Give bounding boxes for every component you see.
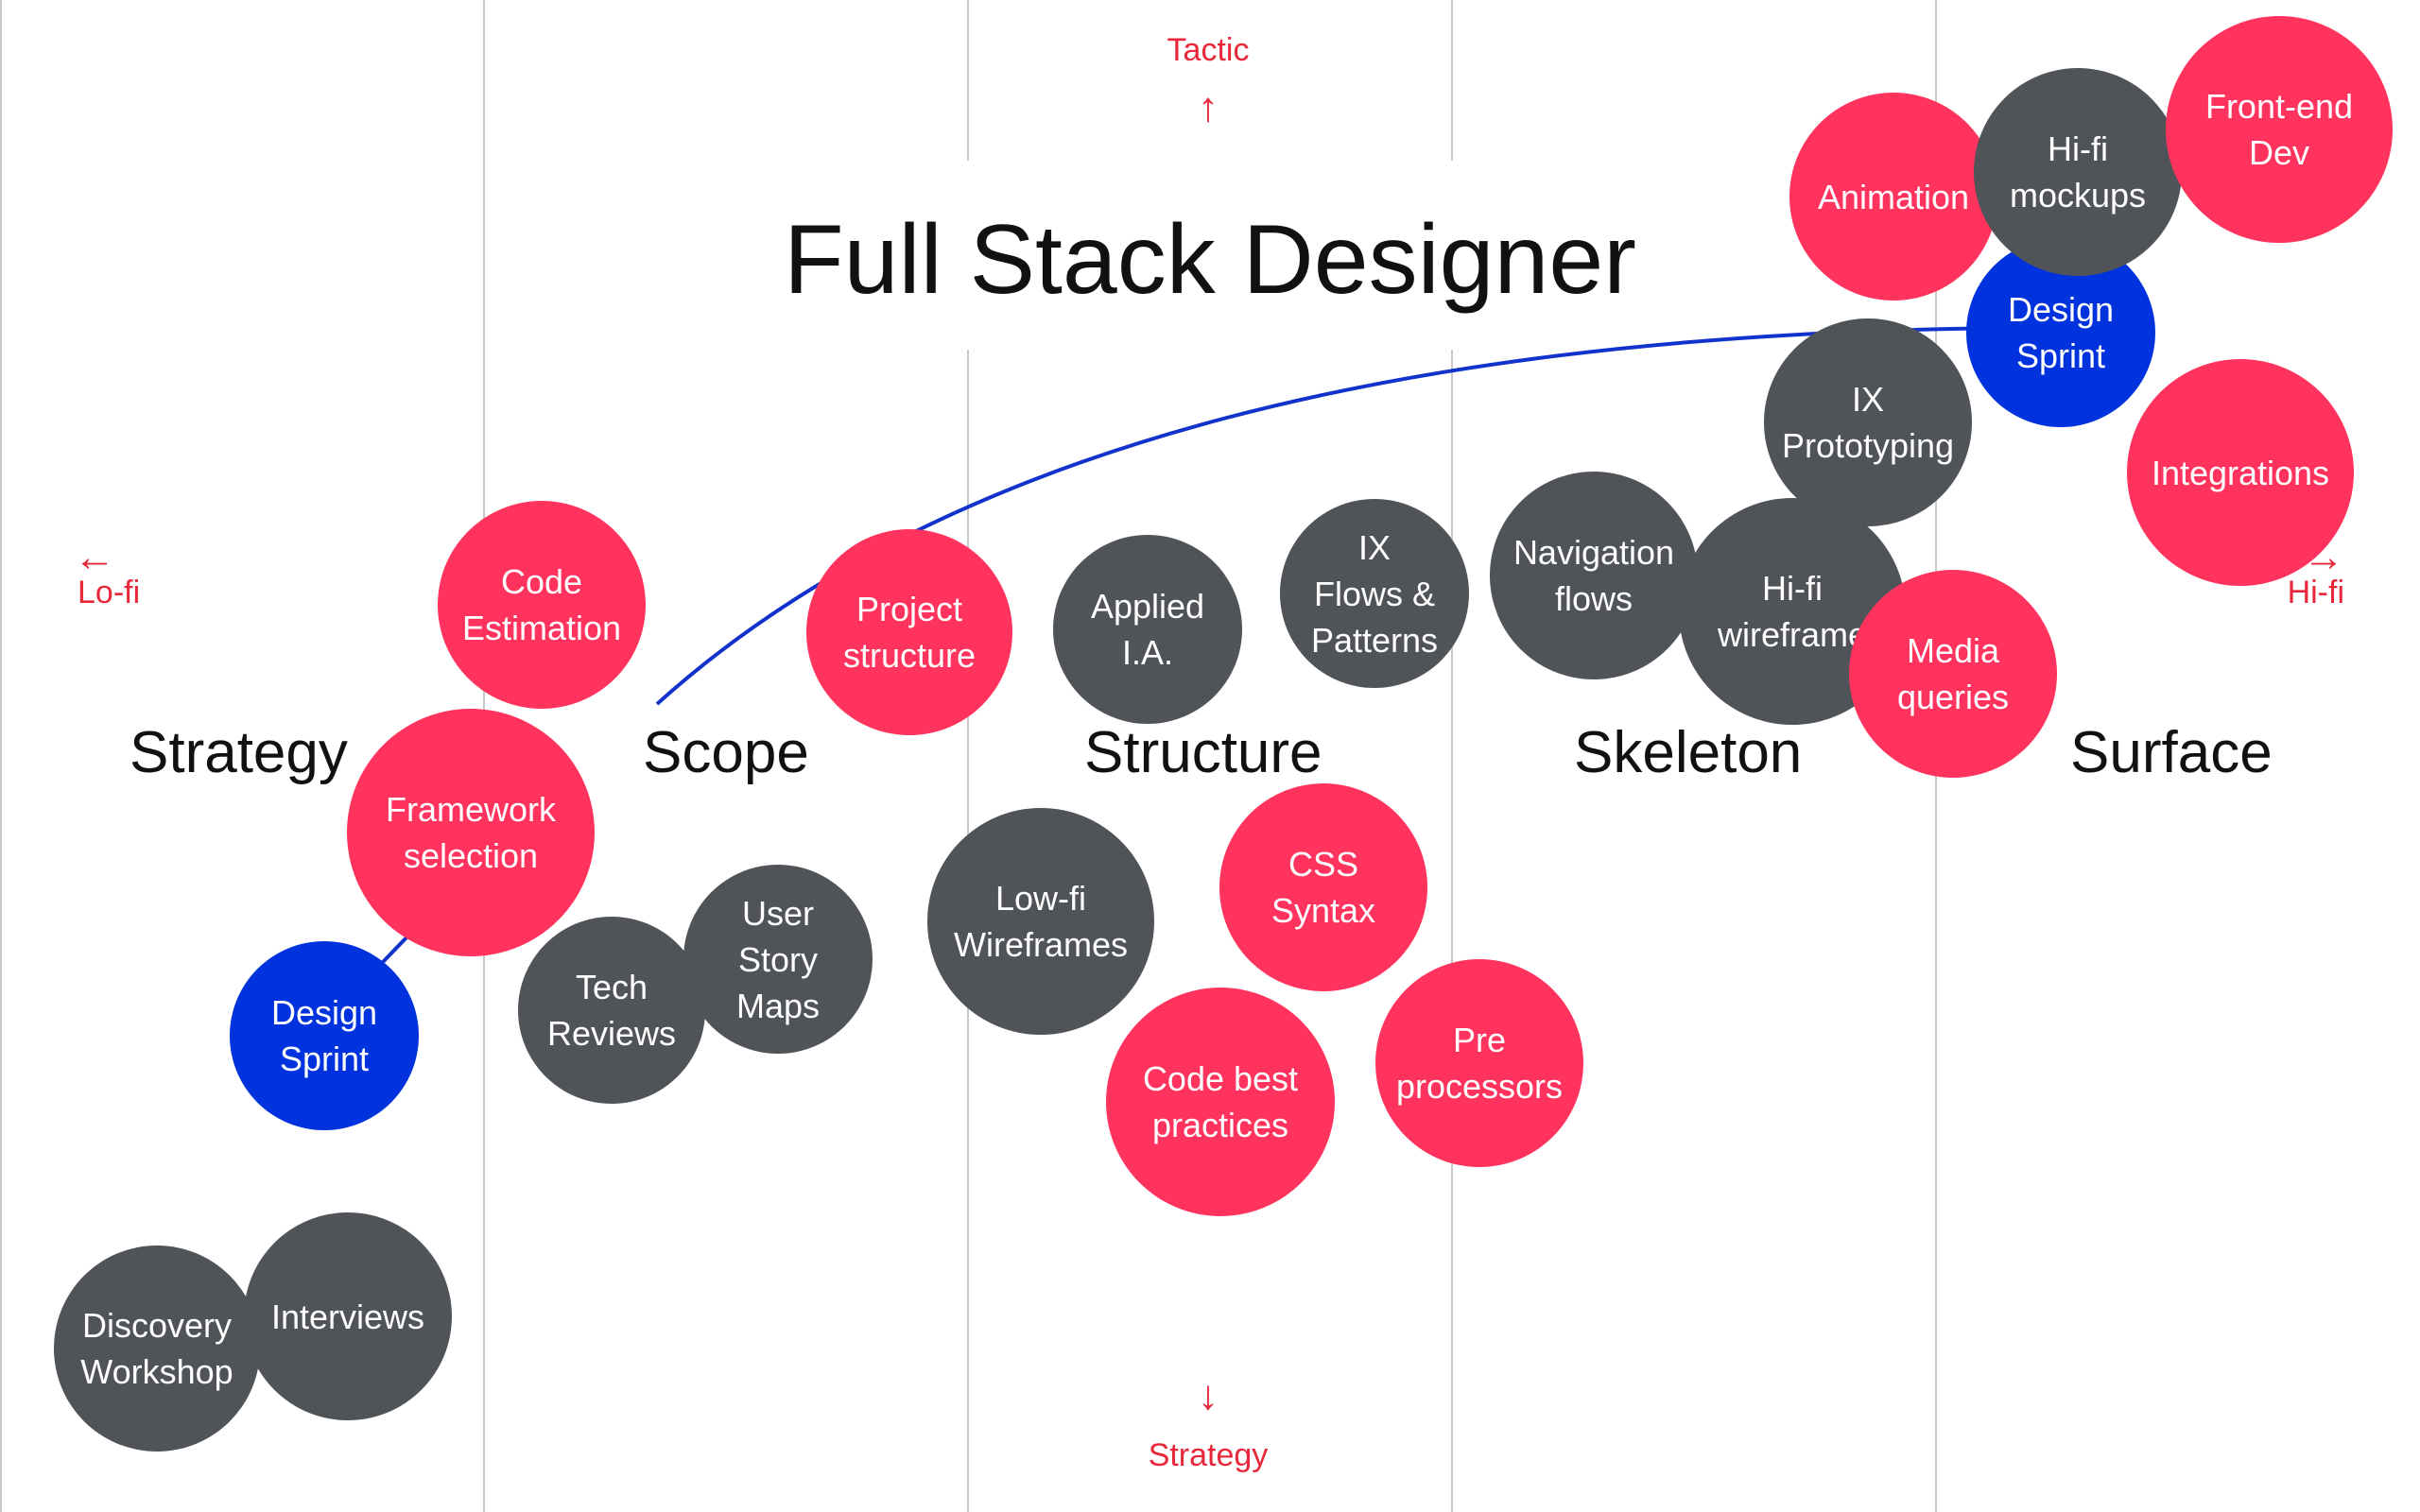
column-divider: [967, 0, 969, 1512]
bubble-ix-flows-patterns: IX Flows & Patterns: [1280, 499, 1469, 688]
page-title: Full Stack Designer: [784, 205, 1636, 315]
bubble-css-syntax: CSS Syntax: [1219, 783, 1427, 991]
axis-bottom-label: Strategy: [1148, 1437, 1269, 1473]
axis-left-label: Lo-fi: [78, 575, 141, 610]
axis-top-label: Tactic: [1167, 32, 1250, 68]
bubble-design-sprint-right: Design Sprint: [1966, 238, 2155, 427]
arrow-left-icon: ←: [74, 534, 115, 580]
bubble-interviews: Interviews: [244, 1212, 452, 1420]
bubble-hi-fi-wireframe: Hi-fi wireframe: [1679, 498, 1906, 725]
bubble-front-end-dev: Front-end Dev: [2166, 16, 2393, 243]
bubble-hi-fi-mockups: Hi-fi mockups: [1974, 68, 2182, 276]
bubble-code-best-practices: Code best practices: [1106, 988, 1335, 1216]
axis-right-label: Hi-fi: [2287, 575, 2344, 610]
arrow-up-icon: ↑: [1198, 84, 1219, 130]
bubble-animation: Animation: [1789, 93, 1997, 301]
bubble-navigation-flows: Navigation flows: [1490, 472, 1698, 679]
bubble-integrations: Integrations: [2127, 359, 2354, 586]
stage-label-strategy: Strategy: [130, 720, 348, 785]
bubble-code-estimation: Code Estimation: [438, 501, 646, 709]
bubble-pre-processors: Pre processors: [1375, 959, 1583, 1167]
bubble-project-structure: Project structure: [806, 529, 1012, 735]
bubble-design-sprint-left: Design Sprint: [230, 941, 419, 1130]
bubble-low-fi-wireframes: Low-fi Wireframes: [927, 808, 1154, 1035]
column-divider: [1451, 0, 1453, 1512]
arrow-down-icon: ↓: [1198, 1372, 1219, 1418]
stage-label-scope: Scope: [643, 720, 809, 785]
stage-label-skeleton: Skeleton: [1574, 720, 1803, 785]
title-backdrop: [799, 161, 1621, 350]
bubble-media-queries: Media queries: [1849, 570, 2057, 778]
bubble-applied-ia: Applied I.A.: [1053, 535, 1242, 724]
bubble-tech-reviews: Tech Reviews: [518, 917, 705, 1104]
bubble-user-story-maps: User Story Maps: [683, 865, 873, 1054]
bubble-framework-selection: Framework selection: [347, 709, 595, 956]
stage-label-structure: Structure: [1084, 720, 1322, 785]
bubble-discovery-workshop: Discovery Workshop: [54, 1246, 260, 1452]
column-divider: [0, 0, 2, 1512]
stage-label-surface: Surface: [2070, 720, 2273, 785]
bubble-ix-prototyping: IX Prototyping: [1764, 318, 1972, 526]
